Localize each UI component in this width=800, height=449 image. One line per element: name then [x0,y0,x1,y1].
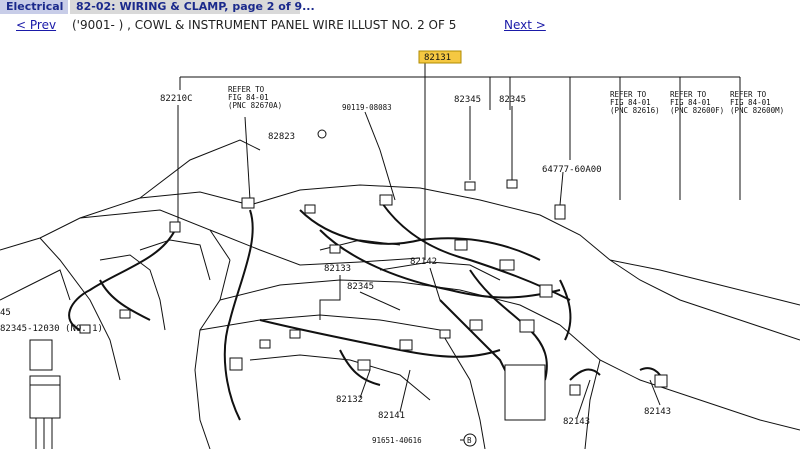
illustration-header: ('9001- ) , COWL & INSTRUMENT PANEL WIRE… [72,18,457,32]
part-82345-b[interactable]: 82345 [499,95,526,105]
refer-note-2-line3: (PNC 82616) [610,106,660,115]
wiring-diagram: 82131 82210C REFER TO FIG 84-01 (PNC 826… [0,50,800,449]
part-82345-12030[interactable]: 82345-12030 (NO. 1) [0,324,103,334]
refer-note-1-line2: FIG 84-01 [228,93,269,102]
part-64777-60a00[interactable]: 64777-60A00 [542,165,602,175]
tab-electrical[interactable]: Electrical [0,0,68,14]
refer-note-3-line3: (PNC 82600F) [670,106,724,115]
refer-note-3-line1: REFER TO [670,90,707,99]
prev-link[interactable]: < Prev [16,18,57,32]
refer-note-4-line3: (PNC 82600M) [730,106,784,115]
part-82345-a[interactable]: 82345 [454,95,481,105]
part-45[interactable]: 45 [0,308,11,318]
part-82133[interactable]: 82133 [324,264,351,274]
tab-title: WIRING & CLAMP, [119,0,229,13]
tab-wiring-clamp[interactable]: 82-02: WIRING & CLAMP, page 2 of 9... [70,0,315,14]
part-82823[interactable]: 82823 [268,132,295,142]
tab-code: 82-02: [76,0,116,13]
part-82143-a[interactable]: 82143 [563,417,590,427]
part-82131[interactable]: 82131 [424,53,451,63]
refer-note-4-line2: FIG 84-01 [730,98,771,107]
illustration-nav: < Prev ('9001- ) , COWL & INSTRUMENT PAN… [0,16,800,34]
refer-note-1-line3: (PNC 82670A) [228,101,282,110]
part-90119-08083[interactable]: 90119-08083 [342,103,392,112]
refer-note-4-line1: REFER TO [730,90,767,99]
next-link[interactable]: Next > [504,18,546,32]
part-82143-b[interactable]: 82143 [644,407,671,417]
part-82141[interactable]: 82141 [378,411,405,421]
refer-note-2-line1: REFER TO [610,90,647,99]
part-82345-c[interactable]: 82345 [347,282,374,292]
tab-bar: Electrical 82-02: WIRING & CLAMP, page 2… [0,0,800,14]
refer-note-3-line2: FIG 84-01 [670,98,711,107]
part-82132[interactable]: 82132 [336,395,363,405]
refer-note-1-line1: REFER TO [228,85,265,94]
part-82142[interactable]: 82142 [410,257,437,267]
circle-b-label: B [467,436,472,445]
refer-note-2-line2: FIG 84-01 [610,98,651,107]
tab-page-info: page 2 of 9... [232,0,315,13]
part-82210c[interactable]: 82210C [160,94,193,104]
main-part-highlight[interactable] [418,50,462,64]
part-91651-40616[interactable]: 91651-40616 [372,436,422,445]
